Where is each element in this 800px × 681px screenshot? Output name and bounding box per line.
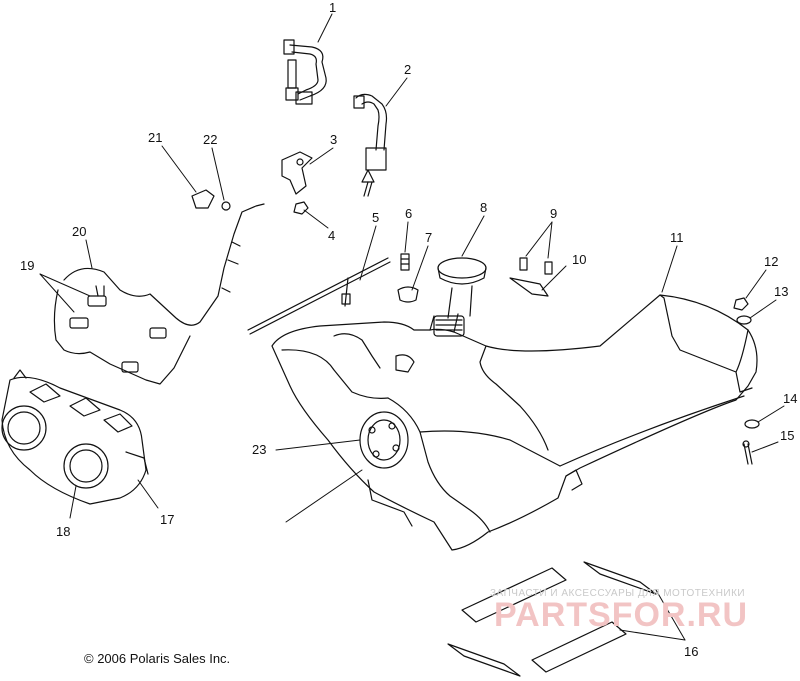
callout-8: 8	[480, 200, 487, 215]
callout-10: 10	[572, 252, 586, 267]
part-11-fuel-tank	[271, 294, 758, 551]
part-16-foam-strips	[447, 561, 657, 677]
callout-7: 7	[425, 230, 432, 245]
callout-1: 1	[329, 0, 336, 15]
part-3-bracket	[281, 151, 313, 195]
callout-20: 20	[72, 224, 86, 239]
callout-19: 19	[20, 258, 34, 273]
part-12-nut	[733, 297, 749, 311]
part-21-clamp	[191, 189, 215, 209]
callout-4: 4	[328, 228, 335, 243]
part-5-rod	[247, 257, 391, 335]
callout-17: 17	[160, 512, 174, 527]
part-15-pin	[742, 440, 753, 465]
callout-14: 14	[783, 391, 797, 406]
part-4-nut	[293, 201, 309, 215]
part-9-pins	[519, 257, 553, 275]
part-23-fuel-pump	[359, 411, 409, 469]
callout-12: 12	[764, 254, 778, 269]
part-1-vent-hose	[283, 39, 327, 105]
part-7-grommet	[397, 286, 419, 303]
part-13-washer	[736, 315, 752, 325]
callout-labels: 1 2 3 4 5 6 7 8 9 10 11 12 13 14 15 16 1…	[20, 0, 797, 659]
part-14-washer	[744, 419, 760, 429]
callout-15: 15	[780, 428, 794, 443]
callout-9: 9	[550, 206, 557, 221]
callout-5: 5	[372, 210, 379, 225]
copyright-notice: © 2006 Polaris Sales Inc.	[84, 651, 231, 666]
part-20-fuel-rail	[53, 203, 265, 385]
part-10-clip	[509, 277, 549, 297]
callout-21: 21	[148, 130, 162, 145]
callout-13: 13	[774, 284, 788, 299]
part-2-fuel-filter	[353, 93, 388, 197]
watermark-brand: PARTSFOR.RU	[494, 596, 749, 634]
part-8-fuel-cap	[433, 257, 487, 337]
callout-16: 16	[684, 644, 698, 659]
callout-2: 2	[404, 62, 411, 77]
callout-23: 23	[252, 442, 266, 457]
callout-11: 11	[670, 230, 684, 245]
callout-22: 22	[203, 132, 217, 147]
part-18-throttle-body	[1, 369, 149, 505]
part-6-screw	[400, 253, 410, 271]
leader-lines	[39, 13, 785, 641]
watermark-tagline: ЗАПЧАСТИ И АКСЕССУАРЫ ДЛЯ МОТОТЕХНИКИ	[490, 588, 746, 599]
callout-6: 6	[405, 206, 412, 221]
callout-18: 18	[56, 524, 70, 539]
callout-3: 3	[330, 132, 337, 147]
part-19-injectors	[69, 285, 167, 373]
part-22-nut	[221, 201, 231, 211]
